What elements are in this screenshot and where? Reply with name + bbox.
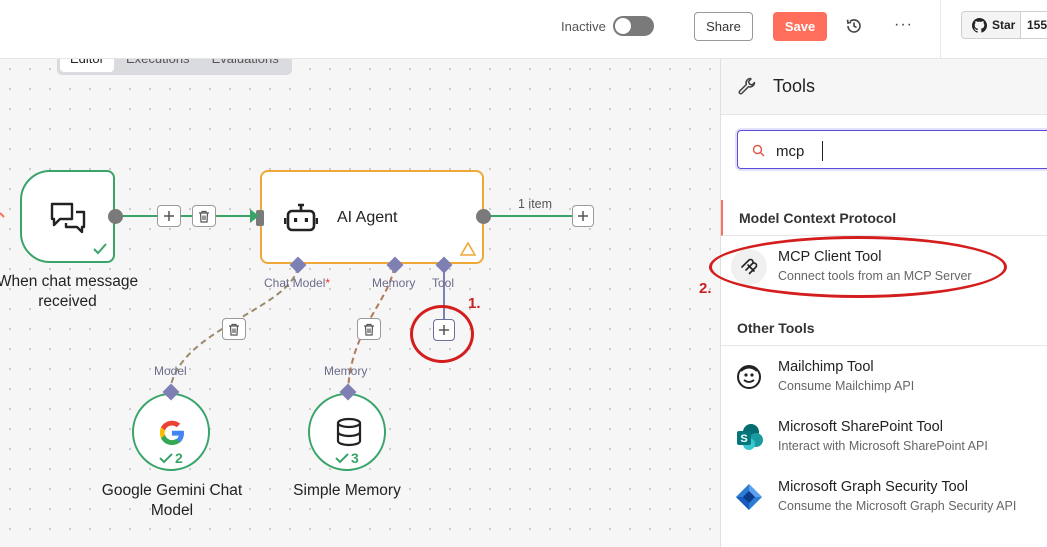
delete-model-connection-button[interactable]	[222, 318, 246, 340]
tool-item-title: Microsoft Graph Security Tool	[778, 479, 968, 495]
github-star-label: Star	[992, 18, 1016, 32]
workflow-canvas[interactable]: Editor Executions Evaluations	[0, 59, 720, 547]
output-item-count: 1 item	[518, 197, 553, 211]
ai-agent-title: AI Agent	[337, 209, 398, 226]
add-output-node-button[interactable]	[572, 205, 594, 227]
gemini-model-node[interactable]: 2	[132, 393, 210, 471]
memory-port-label: Memory	[372, 276, 416, 290]
tool-item-mailchimp[interactable]: Mailchimp Tool Consume Mailchimp API	[721, 347, 1047, 407]
wrench-icon	[738, 77, 756, 95]
tool-item-description: Consume the Microsoft Graph Security API	[778, 499, 1017, 513]
top-bar: Inactive Share Save ··· Star 155	[0, 0, 1047, 59]
tab-editor[interactable]: Editor	[60, 59, 114, 72]
more-options-icon[interactable]: ···	[894, 16, 913, 33]
tools-search-box[interactable]	[737, 130, 1047, 169]
memory-run-count: 3	[351, 450, 359, 466]
search-icon	[752, 144, 765, 157]
section-model-context-protocol: Model Context Protocol	[721, 200, 1047, 236]
tools-search-input[interactable]	[776, 141, 1036, 161]
success-check-icon	[159, 453, 173, 464]
plus-icon	[578, 211, 588, 221]
github-icon	[972, 17, 987, 33]
ai-agent-node[interactable]: AI Agent	[256, 170, 484, 264]
chat-bubbles-icon	[50, 202, 86, 234]
memory-node-label: Simple Memory	[293, 482, 401, 499]
save-button[interactable]: Save	[773, 12, 827, 41]
github-star-count[interactable]: 155	[1021, 11, 1047, 39]
gemini-port-label: Model	[154, 364, 187, 378]
database-icon	[336, 417, 362, 447]
tab-executions[interactable]: Executions	[116, 59, 200, 72]
gemini-label-line2: Model	[150, 502, 194, 519]
trash-icon	[229, 323, 239, 336]
gemini-run-count: 2	[175, 450, 183, 466]
trigger-node-label: When chat message received	[0, 272, 145, 312]
tab-evaluations[interactable]: Evaluations	[202, 59, 289, 72]
view-tabs: Editor Executions Evaluations	[57, 59, 292, 75]
success-check-icon	[335, 453, 349, 464]
connections-layer	[0, 212, 572, 393]
github-star-button[interactable]: Star	[961, 11, 1021, 39]
mailchimp-icon	[731, 359, 767, 395]
chat-model-label-text: Chat Model	[264, 276, 326, 290]
text-caret	[822, 141, 823, 161]
section-title-other-tools: Other Tools	[737, 320, 815, 336]
tool-item-description: Interact with Microsoft SharePoint API	[778, 439, 988, 453]
delete-memory-connection-button[interactable]	[357, 318, 381, 340]
topbar-divider	[940, 0, 941, 59]
annotation-step-2: 2.	[699, 280, 712, 297]
active-status-label: Inactive	[561, 19, 606, 34]
required-marker: *	[325, 276, 331, 290]
google-g-icon	[159, 420, 184, 445]
annotation-ellipse-mcp-client	[709, 236, 1007, 298]
svg-text:S: S	[740, 433, 747, 445]
delete-connection-button[interactable]	[192, 205, 216, 227]
agent-input-port[interactable]	[256, 210, 264, 226]
annotation-step-1: 1.	[468, 295, 481, 312]
tools-panel-header: Tools	[721, 59, 1047, 115]
active-toggle[interactable]	[613, 16, 654, 36]
tool-item-title: Microsoft SharePoint Tool	[778, 419, 943, 435]
tools-panel-title: Tools	[773, 76, 816, 96]
trigger-output-port[interactable]	[108, 209, 123, 224]
trigger-label-line2: received	[38, 293, 97, 310]
robot-icon	[284, 203, 318, 232]
gemini-label-line1: Google Gemini Chat	[101, 482, 243, 499]
annotation-circle-add-tool	[410, 305, 474, 363]
gemini-node-label: Google Gemini Chat Model	[88, 481, 256, 521]
tool-item-description: Consume Mailchimp API	[778, 379, 915, 393]
add-node-button[interactable]	[157, 205, 181, 227]
trigger-label-line1: When chat message	[0, 273, 139, 290]
plus-icon	[164, 211, 174, 221]
tool-item-sharepoint[interactable]: S Microsoft SharePoint Tool Interact wit…	[721, 407, 1047, 467]
tool-item-title: Mailchimp Tool	[778, 359, 874, 375]
tool-item-graph-security[interactable]: Microsoft Graph Security Tool Consume th…	[721, 467, 1047, 527]
trash-icon	[364, 323, 374, 336]
trash-icon	[199, 210, 209, 223]
history-icon[interactable]	[845, 17, 863, 35]
tool-port-label: Tool	[432, 276, 455, 290]
simple-memory-node[interactable]: 3	[308, 393, 386, 471]
agent-output-port[interactable]	[476, 209, 491, 224]
memory-node-port-label: Memory	[324, 364, 368, 378]
trigger-node[interactable]	[20, 170, 115, 263]
toggle-knob	[615, 18, 631, 34]
chat-model-port-label: Chat Model*	[264, 276, 330, 290]
agent-input-arrow	[250, 209, 259, 223]
share-button[interactable]: Share	[694, 12, 753, 41]
section-title-mcp: Model Context Protocol	[739, 210, 897, 226]
graph-security-icon	[731, 479, 767, 515]
success-check-icon	[93, 243, 107, 255]
sharepoint-icon: S	[731, 419, 767, 455]
warning-triangle-icon[interactable]	[460, 242, 476, 256]
section-other-tools: Other Tools	[721, 310, 1047, 346]
tools-panel: Tools Model Context Protocol MCP Client …	[720, 59, 1047, 547]
